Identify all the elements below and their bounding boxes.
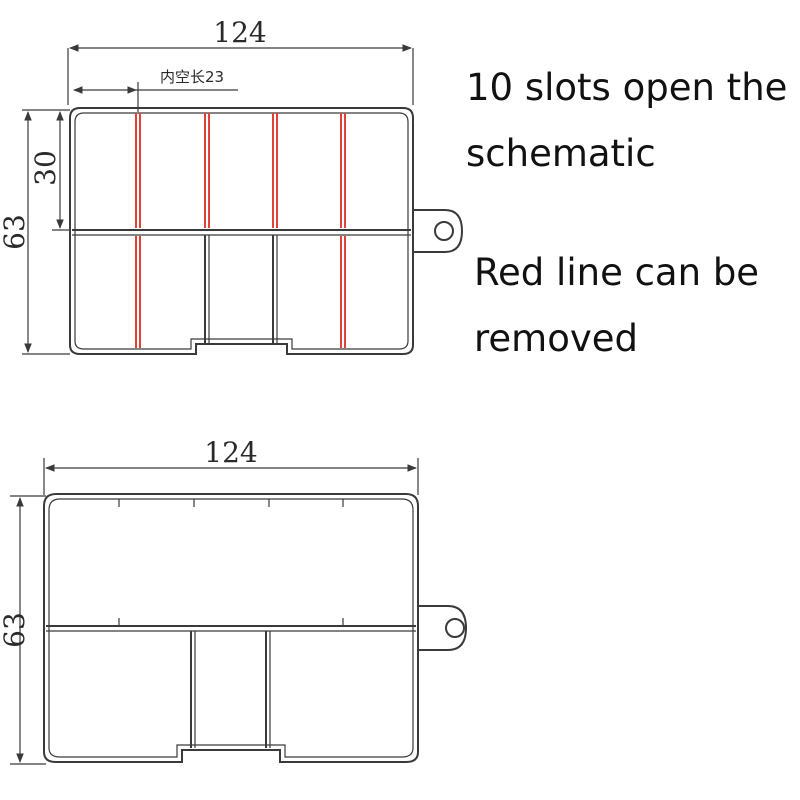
red-line-note-line2: removed (474, 317, 638, 360)
bottom-width-dimension: 124 (43, 436, 419, 495)
top-width-dimension: 124 (67, 16, 414, 105)
inner-length-dimension: 内空长23 (73, 68, 238, 112)
inner-length-label: 内空长23 (160, 68, 224, 86)
bottom-height-dimension: 63 (0, 495, 46, 765)
slot-height-label: 30 (29, 150, 62, 186)
top-height-label: 63 (0, 214, 31, 250)
top-box-diagram: 124 内空长23 63 30 (0, 16, 464, 355)
removable-dividers (135, 113, 346, 348)
top-height-dimension: 63 (0, 109, 70, 355)
red-line-note-line1: Red line can be (474, 251, 760, 294)
slot-height-dimension: 30 (29, 111, 70, 231)
bottom-box-diagram: 124 63 (0, 436, 468, 765)
bottom-box-outline (43, 493, 468, 763)
slots-note: 10 slots open the schematic (466, 55, 796, 187)
bottom-height-label: 63 (0, 612, 31, 648)
top-box-outline (69, 107, 464, 355)
top-width-label: 124 (213, 16, 266, 49)
red-line-note: Red line can be removed (474, 240, 794, 372)
slots-note-line1: 10 slots open the (466, 66, 788, 109)
bottom-width-label: 124 (204, 436, 257, 469)
slots-note-line2: schematic (466, 132, 656, 175)
